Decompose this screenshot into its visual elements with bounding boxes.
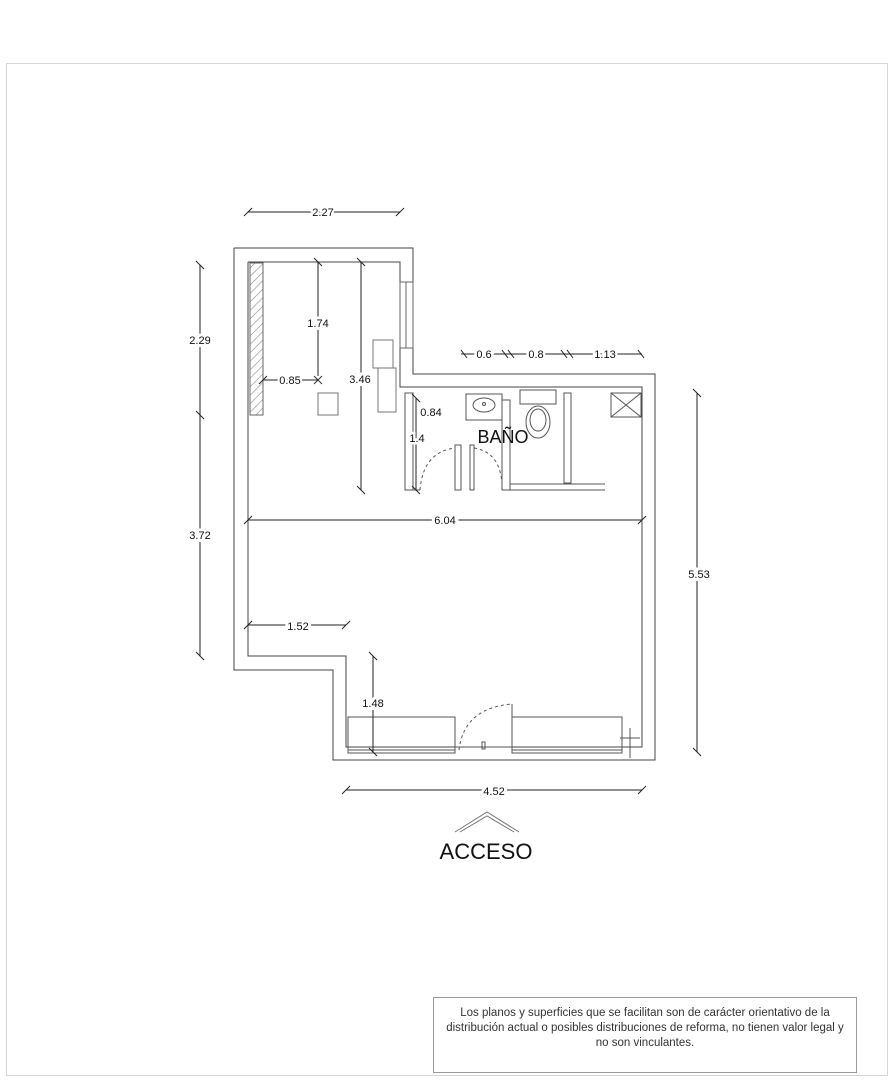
dim-bath-084: 0.84 bbox=[420, 407, 441, 419]
hatched-wall bbox=[249, 262, 264, 416]
disclaimer-box: Los planos y superficies que se facilita… bbox=[433, 997, 857, 1073]
door-handle bbox=[481, 741, 486, 750]
dim-top-width: 2.27 bbox=[312, 207, 333, 219]
dim-bath-06: 0.6 bbox=[476, 349, 491, 361]
sink-icon bbox=[465, 393, 503, 421]
dim-inner-346: 3.46 bbox=[349, 374, 370, 386]
dim-offset-152: 1.52 bbox=[287, 621, 308, 633]
dim-inner-174: 1.74 bbox=[307, 318, 328, 330]
bathroom-partitions bbox=[404, 392, 605, 491]
page-frame bbox=[6, 63, 888, 1076]
entrance-door-swing bbox=[458, 703, 513, 751]
entrance-windows bbox=[347, 716, 640, 758]
access-label: ACCESO bbox=[440, 839, 533, 864]
dim-left-lower: 3.72 bbox=[189, 530, 210, 542]
walls bbox=[233, 247, 656, 761]
counter-elements bbox=[313, 339, 397, 416]
dim-inner-085: 0.85 bbox=[279, 375, 300, 387]
access-arrow-icon bbox=[454, 811, 520, 833]
dim-door-148: 1.48 bbox=[362, 698, 383, 710]
toilet-icon bbox=[519, 389, 557, 439]
dim-right-height: 5.53 bbox=[688, 569, 709, 581]
window-upper bbox=[399, 281, 414, 349]
dim-mid-width: 6.04 bbox=[434, 515, 455, 527]
room-label-bath: BAÑO bbox=[477, 426, 528, 447]
dim-bath-113: 1.13 bbox=[594, 349, 615, 361]
bath-door-swings bbox=[419, 447, 503, 491]
dim-bath-08: 0.8 bbox=[528, 349, 543, 361]
dim-bath-14: 1.4 bbox=[409, 433, 424, 445]
disclaimer-text: Los planos y superficies que se facilita… bbox=[446, 1007, 844, 1049]
dim-bottom-width: 4.52 bbox=[483, 786, 504, 798]
shower-icon bbox=[610, 392, 642, 418]
dimension-lines bbox=[195, 207, 702, 795]
dim-left-upper: 2.29 bbox=[189, 335, 210, 347]
